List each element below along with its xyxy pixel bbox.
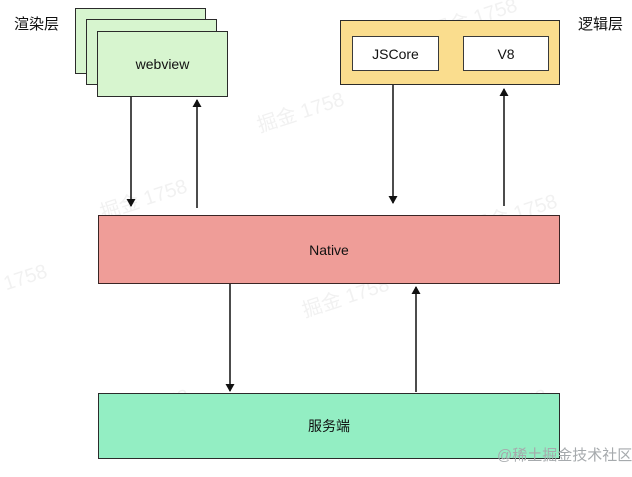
jscore-node: JSCore (352, 36, 439, 71)
tiled-watermark: 掘金 1758 (254, 88, 348, 138)
server-node: 服务端 (98, 393, 560, 459)
logic-engines-container: JSCore V8 (340, 20, 560, 85)
tiled-watermark: 掘金 1758 (0, 260, 51, 310)
logic-layer-label: 逻辑层 (578, 16, 624, 33)
webview-label: webview (135, 56, 190, 72)
v8-node: V8 (463, 36, 549, 71)
corner-watermark: @稀土掘金技术社区 (497, 447, 632, 464)
jscore-label: JSCore (372, 45, 419, 62)
native-label: Native (309, 241, 349, 258)
native-node: Native (98, 215, 560, 284)
v8-label: V8 (497, 45, 515, 62)
webview-node: webview (97, 31, 228, 97)
server-label: 服务端 (308, 418, 350, 434)
render-layer-label: 渲染层 (14, 16, 60, 33)
